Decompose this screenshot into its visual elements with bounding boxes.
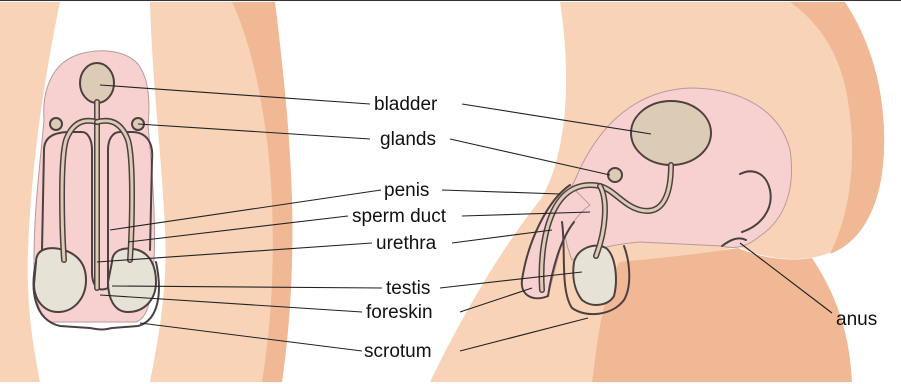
label-testis: testis [386,278,430,299]
label-anus: anus [836,309,877,330]
label-foreskin: foreskin [366,302,433,323]
front-view-figure [0,2,292,382]
label-bladder: bladder [374,94,438,115]
label-urethra: urethra [376,233,437,254]
label-scrotum: scrotum [364,341,432,362]
label-glands: glands [380,129,436,150]
label-sperm-duct: sperm duct [352,206,447,227]
label-penis: penis [384,180,429,201]
leader-penis-right [442,190,560,194]
